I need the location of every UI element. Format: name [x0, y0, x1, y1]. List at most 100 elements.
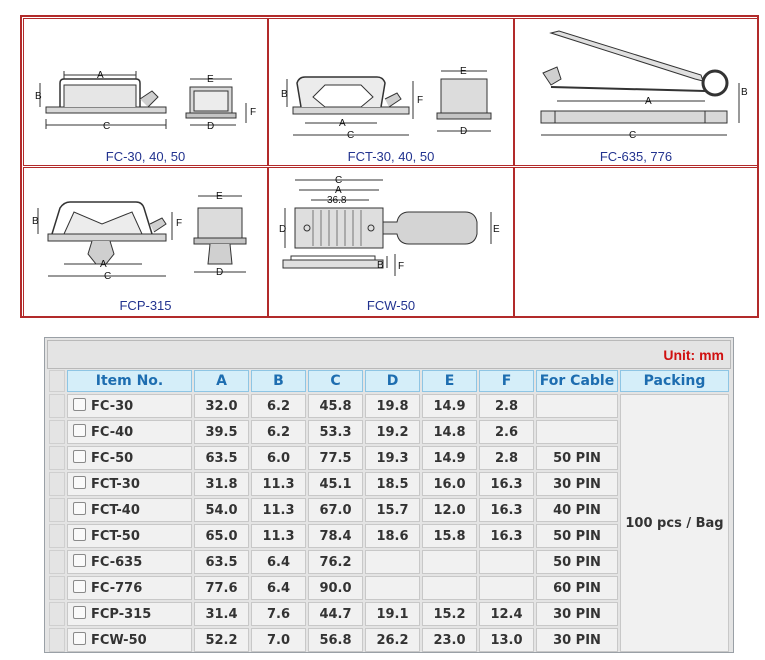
item-no: FC-40	[91, 425, 134, 440]
product-table: Item No. A B C D E F For Cable Packing F…	[47, 368, 731, 654]
dim-c-label: C	[104, 271, 111, 282]
dim-a-label: A	[645, 96, 652, 107]
item-checkbox[interactable]	[73, 554, 86, 567]
unit-row: Unit: mm	[47, 340, 731, 369]
header-for-cable: For Cable	[536, 370, 618, 392]
cell-b: 7.6	[251, 602, 306, 626]
item-checkbox[interactable]	[73, 476, 86, 489]
item-checkbox[interactable]	[73, 632, 86, 645]
dim-36-8-label: 36.8	[327, 195, 347, 206]
cell-e: 14.9	[422, 446, 477, 470]
cell-d: 18.6	[365, 524, 420, 548]
item-checkbox[interactable]	[73, 424, 86, 437]
cell-c: 44.7	[308, 602, 363, 626]
item-cell: FCW-50	[67, 628, 192, 652]
item-no: FCT-30	[91, 477, 140, 492]
cell-cable: 40 PIN	[536, 498, 618, 522]
diagram-caption: FCP-315	[119, 298, 172, 313]
fcw-50-drawing: C A 36.8 D E B F	[279, 175, 500, 276]
diagram-caption: FC-635, 776	[599, 149, 673, 164]
dim-b-label: B	[741, 87, 748, 98]
header-f: F	[479, 370, 534, 392]
row-select-cell	[49, 472, 65, 496]
item-no: FCW-50	[91, 633, 147, 648]
dim-e-label: E	[207, 74, 214, 85]
item-no: FCP-315	[91, 607, 152, 622]
cell-a: 31.8	[194, 472, 249, 496]
cell-e: 15.2	[422, 602, 477, 626]
dim-d-label: D	[207, 121, 214, 132]
product-table-container: Unit: mm Item No. A B C D E F For Cable …	[44, 337, 734, 653]
item-checkbox[interactable]	[73, 450, 86, 463]
dim-a-label: A	[335, 185, 342, 196]
cell-c: 76.2	[308, 550, 363, 574]
header-packing: Packing	[620, 370, 729, 392]
item-no: FC-635	[91, 555, 143, 570]
item-cell: FCP-315	[67, 602, 192, 626]
item-checkbox[interactable]	[73, 528, 86, 541]
cell-f	[479, 576, 534, 600]
cell-b: 6.0	[251, 446, 306, 470]
item-checkbox[interactable]	[73, 606, 86, 619]
dim-c-label: C	[347, 130, 354, 141]
item-cell: FC-40	[67, 420, 192, 444]
cell-d: 26.2	[365, 628, 420, 652]
fcp-315-drawing: B A C F E D	[32, 191, 247, 282]
dim-a-label: A	[97, 70, 104, 81]
dim-d-label: D	[279, 224, 286, 235]
cell-b: 6.4	[251, 576, 306, 600]
cell-c: 78.4	[308, 524, 363, 548]
cell-c: 77.5	[308, 446, 363, 470]
cell-f	[479, 550, 534, 574]
cell-f: 2.8	[479, 394, 534, 418]
cell-cable: 30 PIN	[536, 602, 618, 626]
dim-a-label: A	[100, 259, 107, 270]
cell-f: 16.3	[479, 472, 534, 496]
cell-b: 11.3	[251, 472, 306, 496]
dim-a-label: A	[339, 118, 346, 129]
cell-c: 53.3	[308, 420, 363, 444]
dim-c-label: C	[103, 121, 110, 132]
row-select-cell	[49, 628, 65, 652]
cell-cable: 30 PIN	[536, 472, 618, 496]
dim-b-label: B	[377, 260, 384, 271]
item-cell: FCT-40	[67, 498, 192, 522]
cell-d: 18.5	[365, 472, 420, 496]
item-checkbox[interactable]	[73, 398, 86, 411]
cell-e: 14.8	[422, 420, 477, 444]
item-checkbox[interactable]	[73, 580, 86, 593]
cell-cable: 50 PIN	[536, 446, 618, 470]
cell-b: 11.3	[251, 524, 306, 548]
item-no: FC-50	[91, 451, 134, 466]
cell-f: 2.6	[479, 420, 534, 444]
cell-d: 15.7	[365, 498, 420, 522]
cell-a: 77.6	[194, 576, 249, 600]
item-cell: FC-776	[67, 576, 192, 600]
unit-label: Unit: mm	[663, 347, 724, 363]
diagram-fcw-50: C A 36.8 D E B F FCW-50	[268, 167, 514, 317]
diagram-fc-30-40-50: A B C E D F FC-30, 40, 50	[23, 18, 268, 166]
header-b: B	[251, 370, 306, 392]
row-select-cell	[49, 446, 65, 470]
cell-c: 45.8	[308, 394, 363, 418]
item-no: FCT-50	[91, 529, 140, 544]
header-item-no: Item No.	[67, 370, 192, 392]
item-checkbox[interactable]	[73, 502, 86, 515]
cell-cable: 30 PIN	[536, 628, 618, 652]
cell-a: 32.0	[194, 394, 249, 418]
cell-d: 19.3	[365, 446, 420, 470]
cell-b: 6.4	[251, 550, 306, 574]
row-select-cell	[49, 524, 65, 548]
cell-d	[365, 550, 420, 574]
cell-d: 19.2	[365, 420, 420, 444]
row-select-cell	[49, 420, 65, 444]
diagram-fct-30-40-50: B A C F E D FCT-30, 40, 50	[268, 18, 514, 166]
dim-e-label: E	[216, 191, 223, 202]
fc-635-drawing: A C B	[540, 30, 748, 141]
